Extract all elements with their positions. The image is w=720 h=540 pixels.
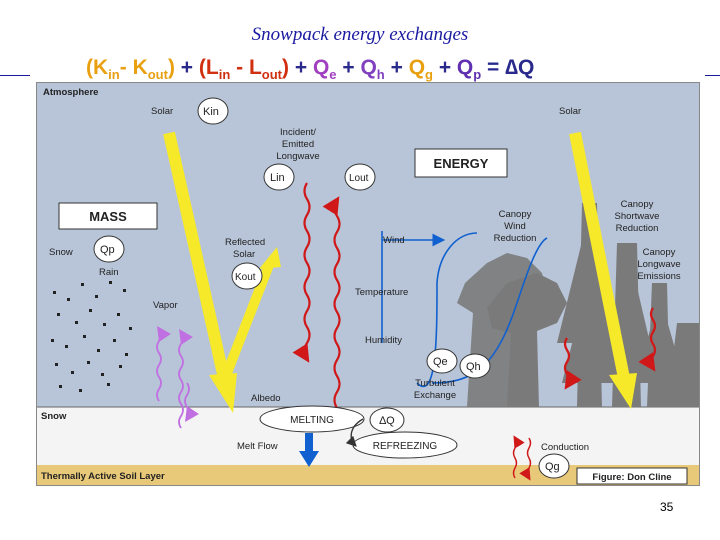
melting-ellipse: [259, 405, 365, 433]
snow-precip-label: Snow: [49, 247, 73, 258]
energy-exchange-diagram: Atmosphere Solar Solar Kin Incident/ Emi…: [36, 82, 700, 486]
page-number: 35: [660, 500, 674, 514]
canopy-lw-line3: Emissions: [637, 271, 681, 282]
diagram-svg: Atmosphere Solar Solar Kin Incident/ Emi…: [37, 83, 699, 485]
energy-label: ENERGY: [434, 156, 489, 171]
incident-line1: Incident/: [280, 127, 316, 138]
temperature-label: Temperature: [355, 287, 408, 298]
wind-label: Wind: [383, 235, 405, 246]
reflected-line2: Solar: [233, 249, 255, 260]
qh-label: Qh: [466, 361, 481, 373]
title-rule-left: [0, 75, 30, 76]
precipitation-dots: [51, 281, 132, 392]
turbulent-line1: Turbulent: [415, 378, 455, 389]
mass-label: MASS: [89, 209, 127, 224]
solar-right-label: Solar: [559, 106, 581, 117]
incoming-solar-arrowhead: [209, 373, 237, 413]
mass-box: [58, 202, 158, 230]
melt-flow-label: Melt Flow: [237, 441, 278, 452]
soil-layer-band: [37, 465, 699, 485]
vapor-arrows: [156, 326, 199, 429]
canopy-lw-line1: Canopy: [643, 247, 676, 258]
qp-label: Qp: [100, 244, 115, 256]
reflected-line1: Reflected: [225, 237, 265, 248]
albedo-label: Albedo: [251, 393, 281, 404]
delta-q-label: ∆Q: [379, 415, 395, 427]
solar-left-label: Solar: [151, 106, 173, 117]
wind-flow-lines: [381, 231, 548, 388]
conduction-label: Conduction: [541, 442, 589, 453]
lout-label: Lout: [349, 173, 369, 184]
title-rule-right: [705, 75, 720, 76]
atmosphere-label: Atmosphere: [43, 87, 98, 98]
vapor-label: Vapor: [153, 300, 178, 311]
slide-title: Snowpack energy exchanges: [251, 24, 469, 45]
melting-label: MELTING: [290, 415, 334, 426]
snow-layer-label: Snow: [41, 411, 67, 422]
incident-line3: Longwave: [276, 151, 319, 162]
qe-label: Qe: [433, 356, 448, 368]
figure-credit: Figure: Don Cline: [592, 472, 671, 483]
kout-label: Kout: [235, 272, 256, 283]
longwave-arrows: [292, 182, 657, 409]
humidity-label: Humidity: [365, 335, 402, 346]
canopy-solar-arrowhead: [609, 373, 637, 409]
canopy-wind-line1: Canopy: [499, 209, 532, 220]
incident-line2: Emitted: [282, 139, 314, 150]
canopy-sw-line2: Shortwave: [615, 211, 660, 222]
canopy-lw-line2: Longwave: [637, 259, 680, 270]
solar-arrows: [163, 131, 637, 413]
energy-balance-equation: (Kin- Kout) + (Lin - Lout) + Qe + Qh + Q…: [86, 56, 535, 83]
melt-flow-arrows: [299, 418, 364, 467]
conduction-arrows: [512, 435, 532, 481]
canopy-wind-line2: Wind: [504, 221, 526, 232]
canopy-sw-line1: Canopy: [621, 199, 654, 210]
canopy-sw-line3: Reduction: [616, 223, 659, 234]
reflected-solar-arrowhead: [259, 247, 281, 269]
soil-layer-label: Thermally Active Soil Layer: [41, 471, 165, 482]
qg-label: Qg: [545, 461, 560, 473]
kin-label: Kin: [203, 106, 219, 118]
refreezing-label: REFREEZING: [373, 441, 438, 452]
rain-label: Rain: [99, 267, 119, 278]
turbulent-line2: Exchange: [414, 390, 456, 401]
lin-label: Lin: [270, 172, 285, 184]
canopy-wind-line3: Reduction: [494, 233, 537, 244]
energy-box: [414, 148, 508, 178]
